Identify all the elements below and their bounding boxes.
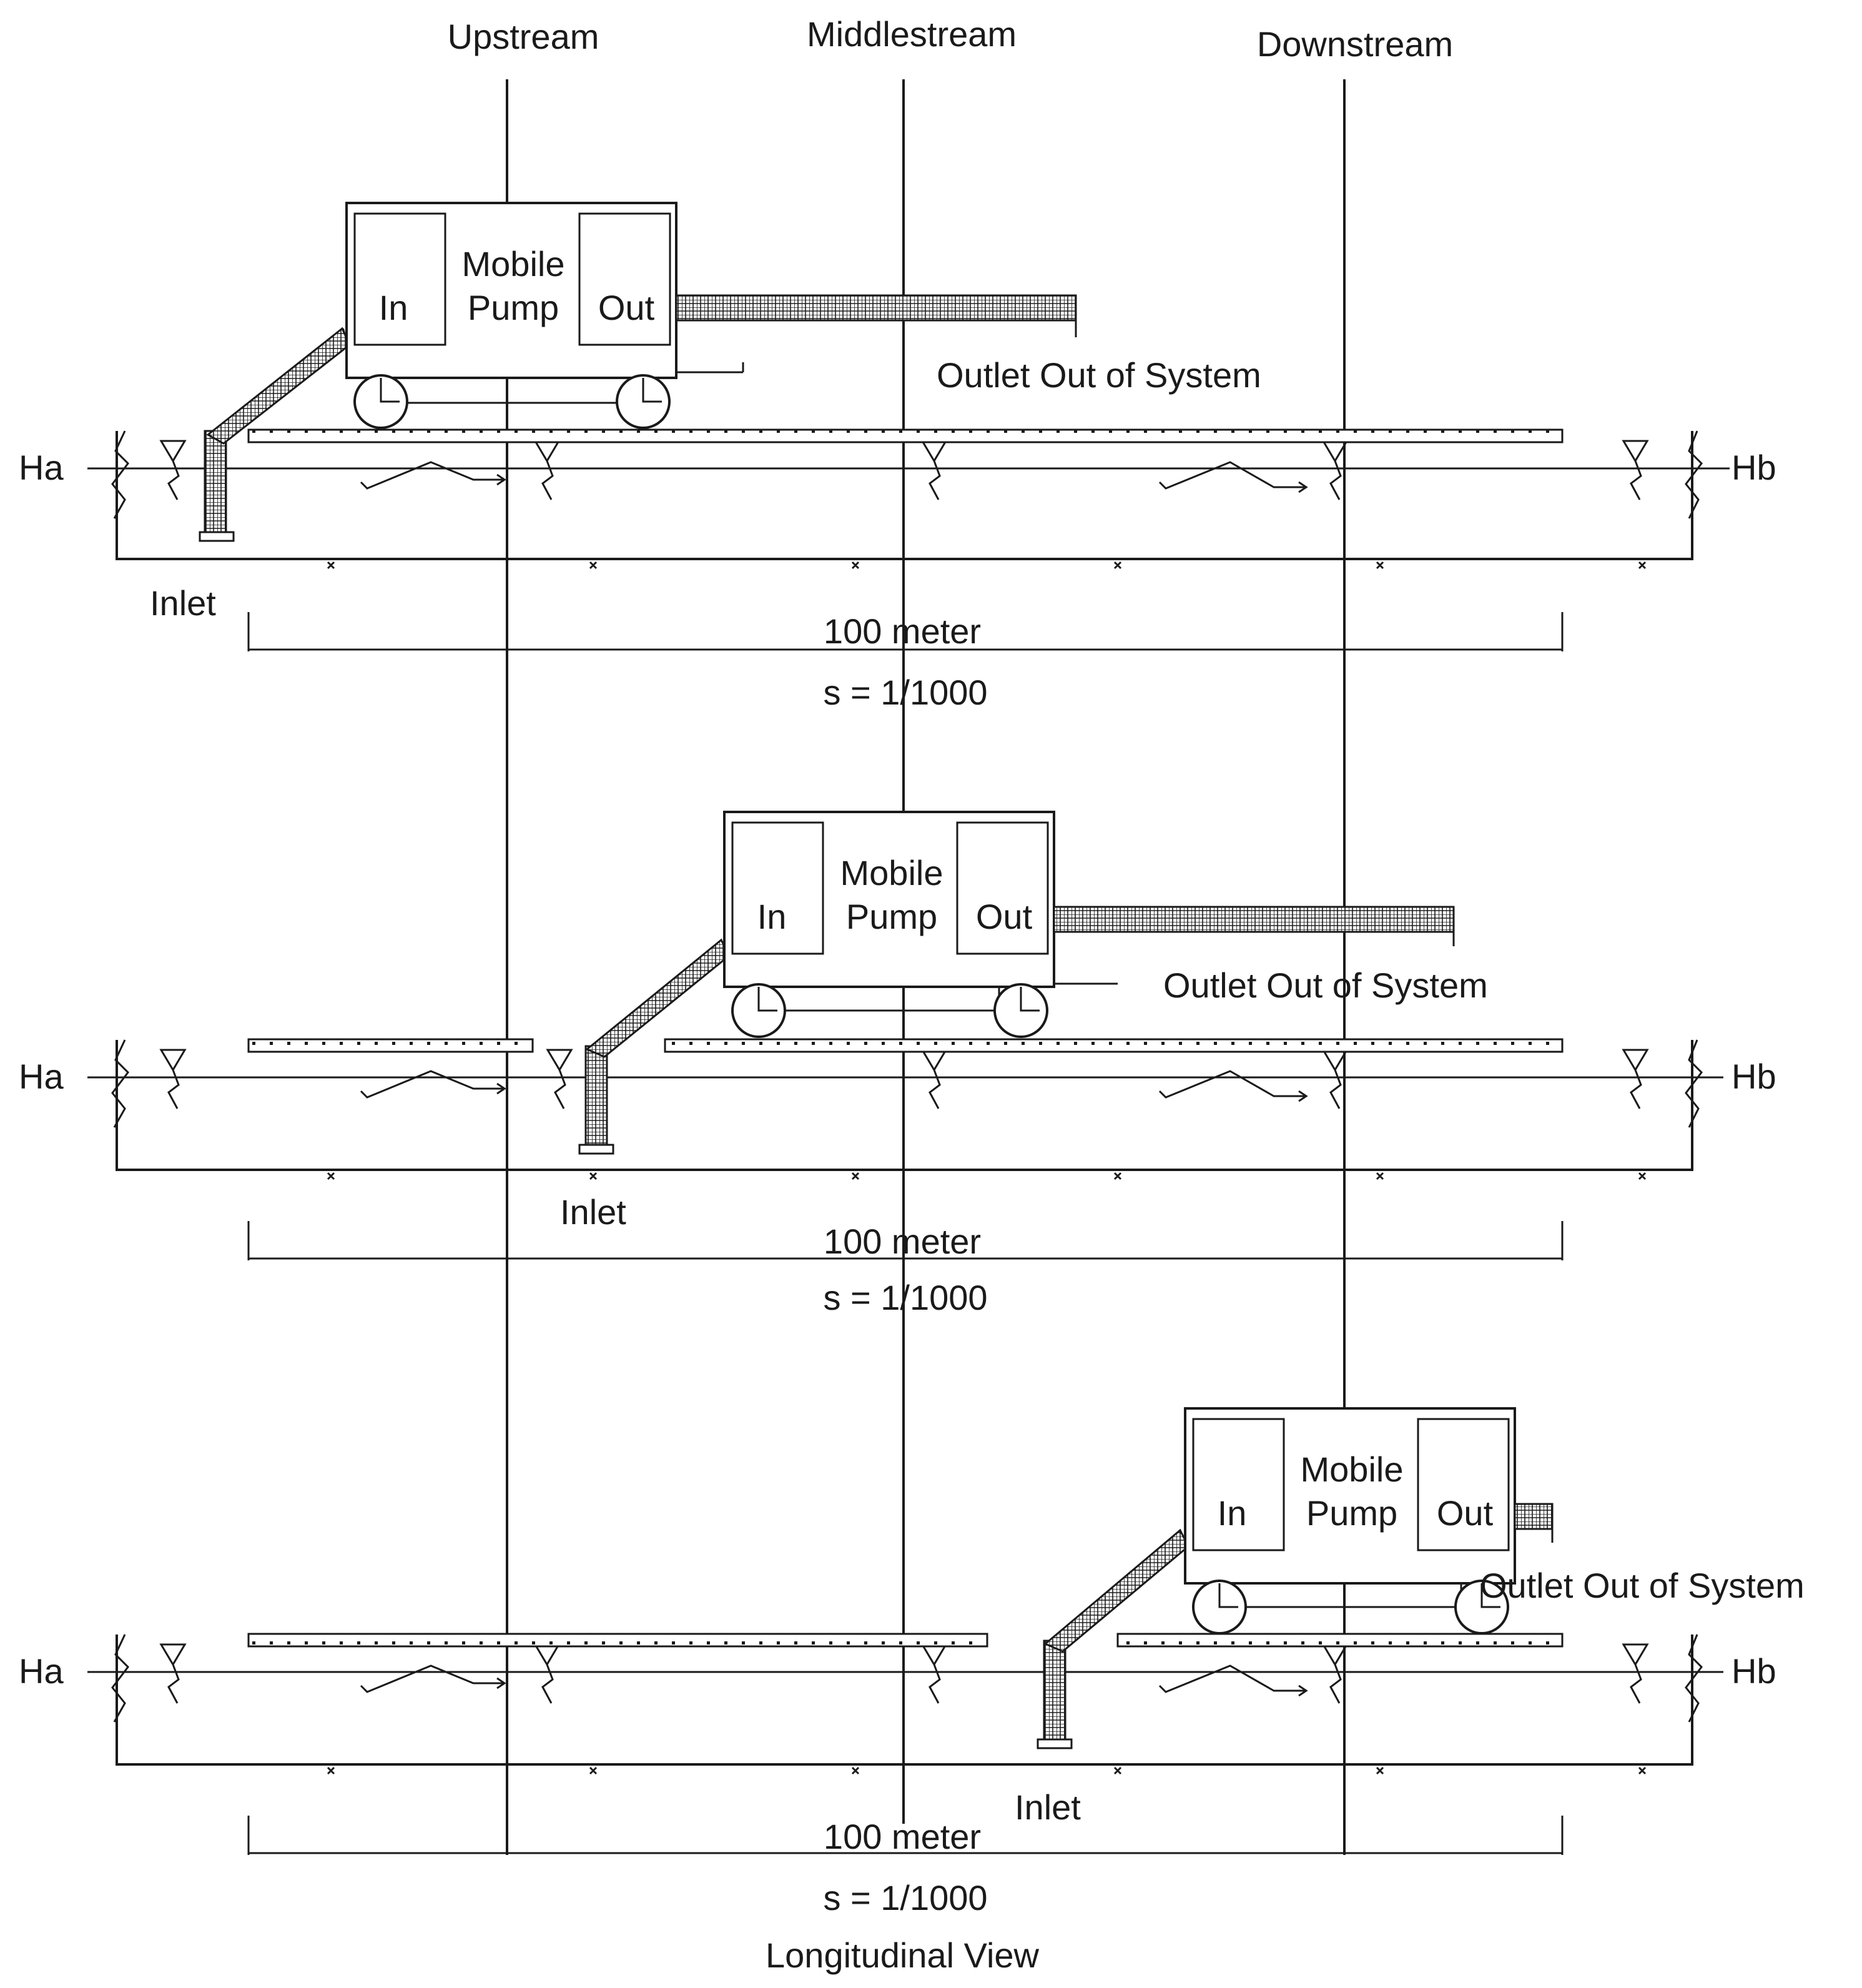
middlestream-label: Middlestream — [807, 14, 1017, 54]
dimension-line — [247, 1816, 1564, 1855]
distance-label: 100 meter — [824, 611, 981, 651]
bed-marks — [327, 1172, 1647, 1180]
distance-label: 100 meter — [824, 1817, 981, 1856]
inlet-hose — [1043, 1639, 1066, 1742]
water-level-symbols — [159, 1643, 1649, 1704]
inlet-hose — [206, 327, 351, 445]
walkway-deck — [247, 1633, 988, 1648]
right-bank-break — [1685, 1039, 1703, 1128]
pump-out-label: Out — [1437, 1493, 1494, 1533]
walkway-deck — [247, 1038, 534, 1053]
pump-in-label: In — [757, 897, 787, 936]
right-bank-break — [1685, 1634, 1703, 1723]
channel-section — [116, 431, 1693, 560]
chassis — [1218, 1583, 1462, 1608]
flow-arrow-icon — [360, 461, 506, 490]
pump-title-line1: Mobile — [462, 244, 565, 284]
hb-label: Hb — [1731, 1057, 1776, 1096]
upstream-label: Upstream — [448, 17, 599, 56]
pump-in-box — [1192, 1418, 1285, 1551]
bed-marks — [327, 561, 1647, 570]
inlet-hose — [584, 1045, 608, 1147]
axle — [757, 987, 1040, 1012]
outlet-hose — [1053, 906, 1455, 933]
pump-title-line1: Mobile — [1301, 1450, 1404, 1489]
inlet-strainer — [199, 531, 235, 542]
left-bank-break — [111, 430, 129, 519]
pump-title-line2: Pump — [468, 288, 559, 327]
pump-out-label: Out — [598, 288, 655, 327]
right-bank-break — [1685, 430, 1703, 519]
hb-label: Hb — [1731, 1651, 1776, 1691]
axle — [1218, 1583, 1500, 1608]
outlet-label: Outlet Out of System — [937, 355, 1261, 395]
inlet-label: Inlet — [1015, 1788, 1081, 1827]
pump-in-box — [731, 821, 824, 955]
slope-label: s = 1/1000 — [823, 673, 987, 712]
pump-in-box — [353, 212, 446, 346]
slope-label: s = 1/1000 — [823, 1278, 987, 1317]
flow-arrow-icon — [360, 1070, 506, 1099]
pump-in-label: In — [1218, 1493, 1247, 1533]
ha-label: Ha — [19, 448, 64, 487]
chassis — [757, 987, 1000, 1012]
inlet-label: Inlet — [150, 583, 216, 623]
outlet-label: Outlet Out of System — [1480, 1566, 1805, 1605]
flow-arrow-icon — [1158, 1070, 1308, 1102]
mobile-pump: In Out Mobile Pump — [723, 811, 1455, 1038]
chassis — [380, 378, 638, 404]
pump-out-box — [1417, 1418, 1510, 1551]
panel-2: Ha Hb Inlet In Out Mobile Pump — [19, 811, 1776, 1317]
pump-title-line2: Pump — [846, 897, 937, 936]
left-bank-break — [111, 1039, 129, 1128]
outlet-label: Outlet Out of System — [1163, 966, 1488, 1005]
distance-label: 100 meter — [824, 1222, 981, 1261]
pump-in-label: In — [379, 288, 408, 327]
flow-arrow-icon — [1158, 461, 1308, 493]
bed-marks — [327, 1766, 1647, 1775]
downstream-label: Downstream — [1257, 24, 1453, 64]
dimension-line — [247, 612, 1564, 651]
channel-section — [116, 1634, 1693, 1766]
walkway-deck — [247, 428, 1564, 443]
ha-label: Ha — [19, 1651, 64, 1691]
water-level-symbols — [159, 1049, 1649, 1109]
inlet-hose — [204, 430, 227, 535]
ha-label: Ha — [19, 1057, 64, 1096]
slope-label: s = 1/1000 — [823, 1878, 987, 1917]
channel-section — [116, 1040, 1693, 1171]
outlet-hose — [675, 294, 1077, 322]
mobile-pump: In Out Mobile Pump — [1184, 1407, 1554, 1634]
walkway-deck — [664, 1038, 1564, 1053]
inlet-label: Inlet — [560, 1192, 626, 1232]
panel-3: Ha Hb Inlet In Out Mobile Pump — [19, 1407, 1805, 1917]
inlet-strainer — [578, 1144, 614, 1155]
pump-title-line2: Pump — [1306, 1493, 1397, 1533]
figure-caption: Longitudinal View — [766, 1936, 1040, 1975]
left-bank-break — [111, 1634, 129, 1723]
axle — [380, 378, 662, 403]
pump-out-box — [578, 212, 671, 346]
flow-arrow-icon — [1158, 1664, 1308, 1697]
flow-arrow-icon — [360, 1664, 506, 1693]
outlet-hose — [1514, 1503, 1554, 1530]
hb-label: Hb — [1731, 448, 1776, 487]
pump-out-box — [956, 821, 1049, 955]
mobile-pump: In Out Mobile Pump — [345, 202, 1077, 429]
pump-out-label: Out — [976, 897, 1033, 936]
inlet-strainer — [1037, 1738, 1073, 1749]
pump-title-line1: Mobile — [840, 853, 943, 893]
walkway-deck — [1116, 1633, 1564, 1648]
dimension-line — [247, 1221, 1564, 1260]
panel-1: Ha Hb Inlet In Out Mobile — [19, 202, 1776, 712]
